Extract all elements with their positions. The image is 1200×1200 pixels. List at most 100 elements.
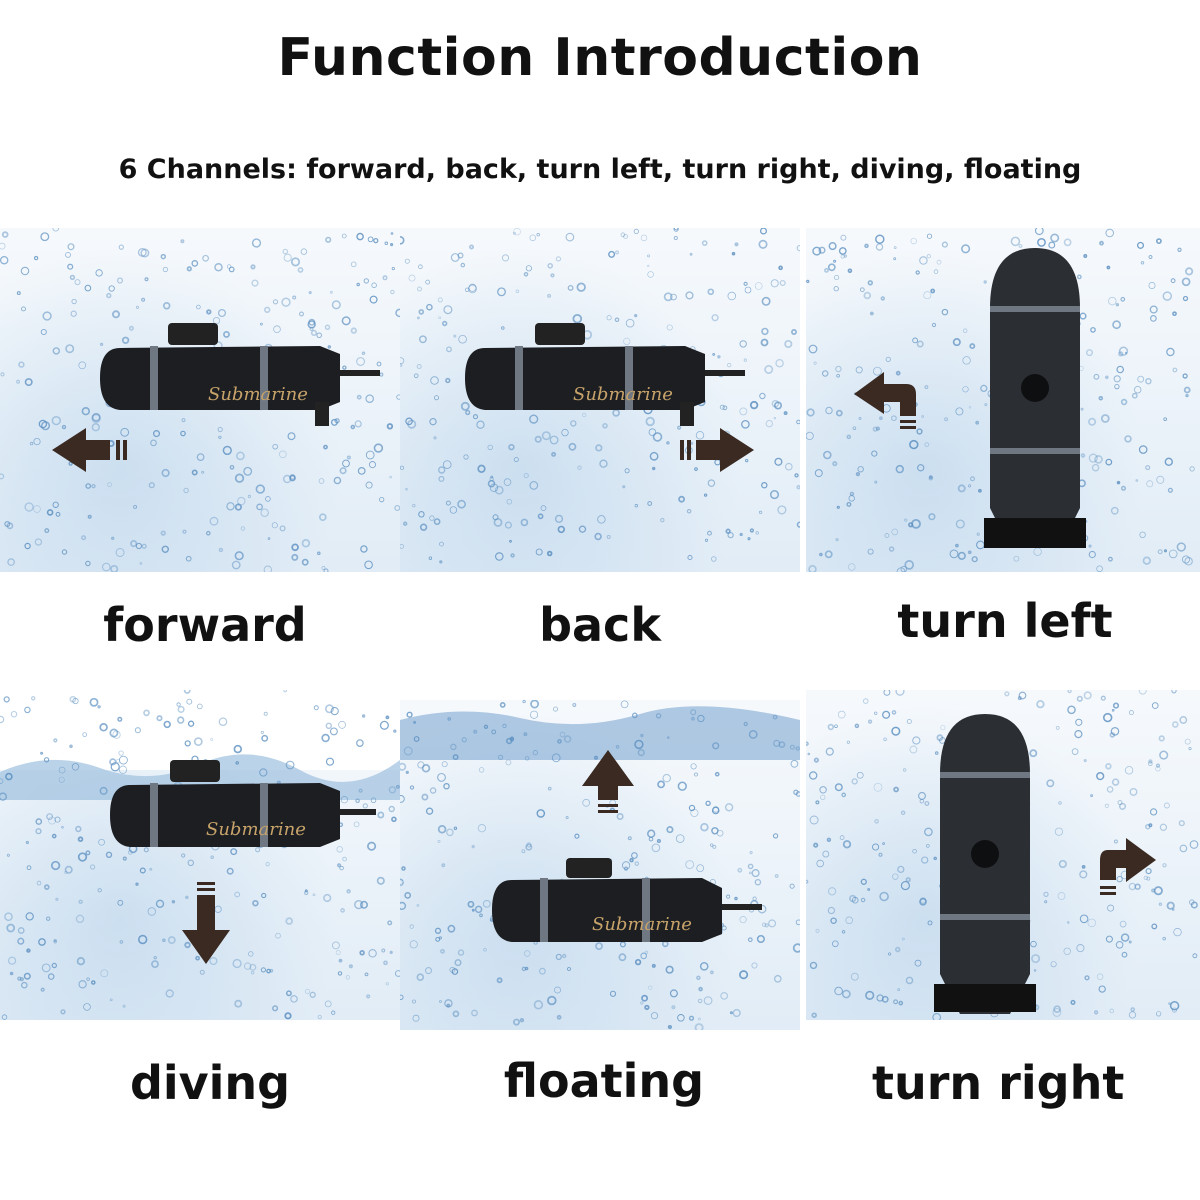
bubble	[983, 280, 987, 284]
bubble	[356, 357, 366, 366]
bubble	[34, 538, 43, 546]
bubble	[811, 1012, 817, 1018]
bubble	[195, 955, 200, 961]
bubble	[582, 798, 591, 807]
bubble	[1120, 398, 1128, 406]
bubble	[419, 523, 428, 531]
bubble	[71, 763, 80, 771]
bubble	[1158, 902, 1163, 906]
bubble	[89, 697, 99, 707]
bubble	[433, 436, 437, 440]
bubble	[737, 867, 743, 873]
bubble	[118, 244, 124, 250]
bubble	[609, 990, 617, 997]
bubble	[400, 465, 404, 470]
bubble	[453, 826, 458, 831]
bubble	[338, 720, 346, 729]
bubble	[1167, 487, 1173, 493]
bubble	[666, 441, 670, 445]
bubble	[1090, 794, 1094, 798]
bubble	[688, 1015, 695, 1021]
bubble	[806, 279, 810, 284]
bubble	[341, 233, 347, 239]
bubble	[439, 1000, 442, 1003]
left-arrow-icon	[52, 428, 127, 472]
bubble	[1149, 305, 1158, 314]
bubble	[1110, 726, 1120, 736]
bubble	[336, 846, 343, 853]
bubble	[1188, 747, 1192, 751]
bubble	[631, 712, 638, 719]
bubble	[214, 905, 222, 913]
bubble	[614, 250, 620, 255]
bubble	[376, 361, 382, 367]
bubble	[1116, 875, 1123, 883]
bubble	[1118, 351, 1124, 357]
bubble	[521, 849, 526, 854]
bubble	[1115, 941, 1124, 949]
bubble	[694, 1023, 704, 1030]
bubble	[689, 252, 693, 256]
bubble	[923, 291, 932, 300]
bubble	[808, 771, 818, 780]
bubble	[331, 300, 341, 310]
bubble	[1184, 738, 1191, 745]
bubble	[23, 972, 31, 980]
bubble	[792, 943, 800, 953]
bubble	[1156, 475, 1165, 484]
bubble	[640, 733, 644, 738]
bubble	[24, 378, 33, 387]
bubble	[381, 948, 386, 953]
bubble	[849, 894, 857, 903]
bubble	[968, 406, 972, 409]
bubble	[85, 850, 91, 856]
bubble	[55, 511, 61, 517]
bubble	[520, 518, 529, 527]
bubble	[717, 355, 721, 359]
bubble	[185, 895, 189, 900]
bubble	[522, 700, 526, 704]
bubble	[383, 960, 388, 966]
bubble	[418, 511, 425, 518]
bubble	[78, 899, 83, 905]
bubble	[509, 737, 515, 742]
bubble	[577, 465, 582, 470]
bubble	[428, 556, 433, 560]
bubble	[152, 430, 161, 438]
bubble	[812, 246, 822, 256]
bubble	[342, 856, 348, 862]
bubble	[618, 953, 627, 962]
bubble	[1176, 542, 1186, 552]
bubble	[1048, 241, 1056, 249]
back-illustration: Submarine	[400, 228, 800, 564]
bubble	[226, 264, 232, 269]
bubble	[479, 913, 483, 918]
bubble	[53, 939, 57, 943]
bubble	[784, 462, 793, 471]
diving-illustration: Submarine	[0, 690, 400, 1020]
bubble	[775, 358, 784, 368]
bubble	[1067, 690, 1072, 694]
bubble	[310, 329, 318, 336]
bubble	[361, 351, 366, 356]
bubble	[841, 930, 846, 934]
bubble	[1148, 282, 1156, 289]
bubble	[673, 228, 679, 232]
bubble	[143, 709, 150, 717]
bubble	[43, 757, 50, 763]
bubble	[666, 324, 673, 331]
bubble	[1171, 690, 1177, 694]
bubble	[368, 461, 377, 469]
bubble	[1148, 759, 1153, 764]
bubble	[267, 537, 271, 540]
bubble	[108, 285, 115, 292]
bubble	[813, 842, 819, 848]
bubble	[846, 740, 851, 744]
bubble	[926, 844, 930, 848]
bubble	[796, 521, 800, 528]
bubble	[862, 698, 869, 704]
bubble	[850, 972, 859, 981]
bubble	[719, 404, 725, 410]
bubble	[438, 316, 441, 320]
bubble	[1112, 702, 1120, 709]
